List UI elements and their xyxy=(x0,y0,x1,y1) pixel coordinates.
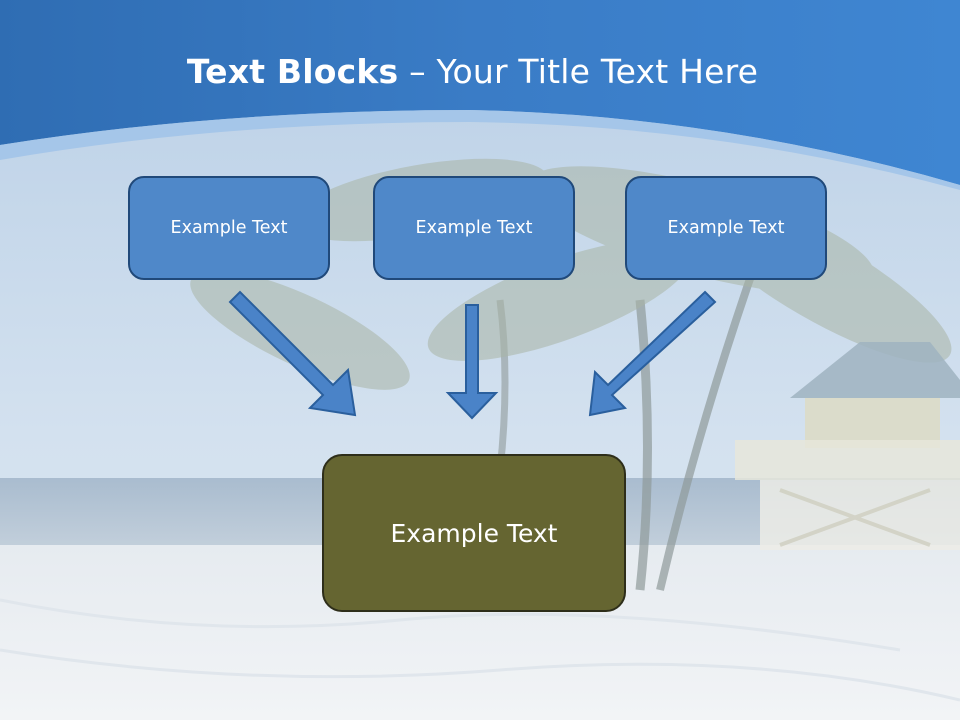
text-block-2[interactable]: Example Text xyxy=(373,176,575,280)
arrow-down-icon xyxy=(445,304,499,420)
main-text-block[interactable]: Example Text xyxy=(322,454,626,612)
text-block-label: Example Text xyxy=(170,218,288,238)
title-rest: – Your Title Text Here xyxy=(398,52,759,91)
text-block-label: Example Text xyxy=(667,218,785,238)
arrow-down-left-icon xyxy=(588,290,717,417)
main-text-block-label: Example Text xyxy=(390,518,558,548)
slide-title: Text Blocks – Your Title Text Here xyxy=(0,52,945,91)
text-block-1[interactable]: Example Text xyxy=(128,176,330,280)
text-block-3[interactable]: Example Text xyxy=(625,176,827,280)
arrow-down-right-icon xyxy=(228,290,357,417)
text-block-label: Example Text xyxy=(415,218,533,238)
title-bold: Text Blocks xyxy=(186,52,399,91)
